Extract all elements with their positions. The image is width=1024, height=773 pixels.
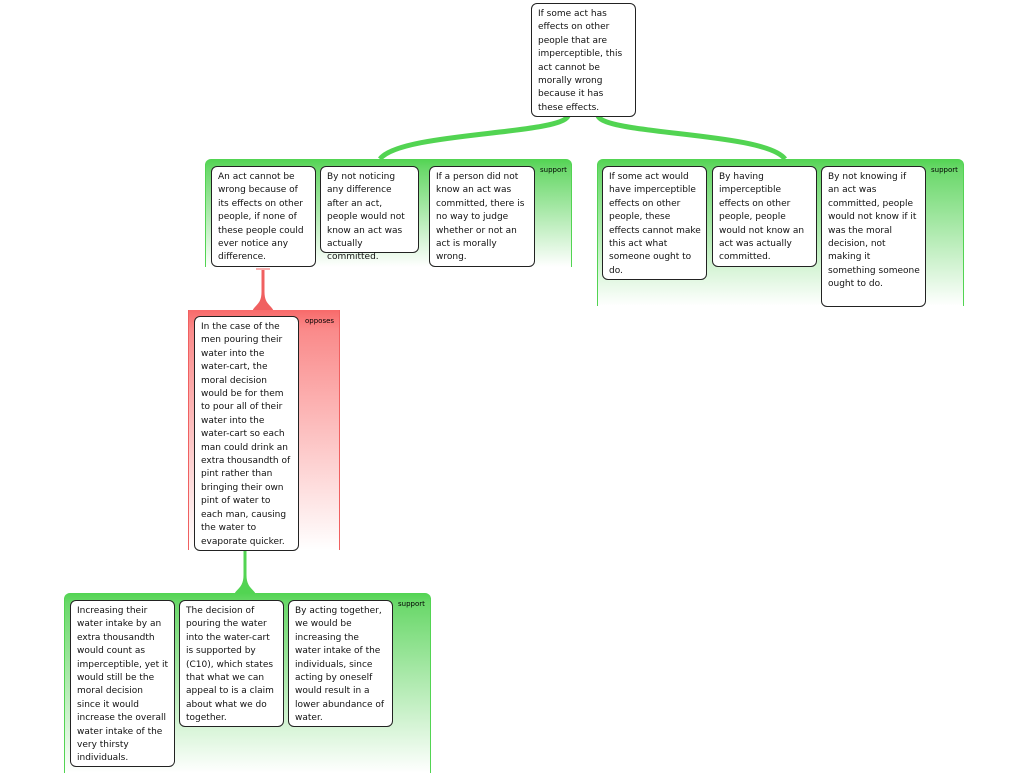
premise-box[interactable]: Increasing their water intake by an extr… xyxy=(70,600,175,767)
objection-box[interactable]: In the case of the men pouring their wat… xyxy=(194,316,299,551)
connector-root-left xyxy=(377,114,571,161)
premise-box[interactable]: If some act would have imperceptible eff… xyxy=(602,166,707,280)
premise-box[interactable]: By not noticing any difference after an … xyxy=(320,166,419,262)
root-claim[interactable]: If some act has effects on other people … xyxy=(531,3,636,117)
premise-box[interactable]: By acting together, we would be increasi… xyxy=(288,600,393,727)
premise-box[interactable]: An act cannot be wrong because of its ef… xyxy=(211,166,316,267)
connector-root-right xyxy=(595,114,788,161)
support-label: support xyxy=(931,166,958,174)
connector-objection xyxy=(251,270,275,313)
opposes-label: opposes xyxy=(305,317,335,325)
support-label: support xyxy=(398,600,425,608)
premise-box[interactable]: By having imperceptible effects on other… xyxy=(712,166,817,267)
premise-box[interactable]: By not knowing if an act was committed, … xyxy=(821,166,926,307)
premise-box[interactable]: The decision of pouring the water into t… xyxy=(179,600,284,727)
support-label: support xyxy=(540,166,567,174)
premise-box[interactable]: If a person did not know an act was comm… xyxy=(429,166,535,267)
connector-bottom xyxy=(233,551,257,596)
